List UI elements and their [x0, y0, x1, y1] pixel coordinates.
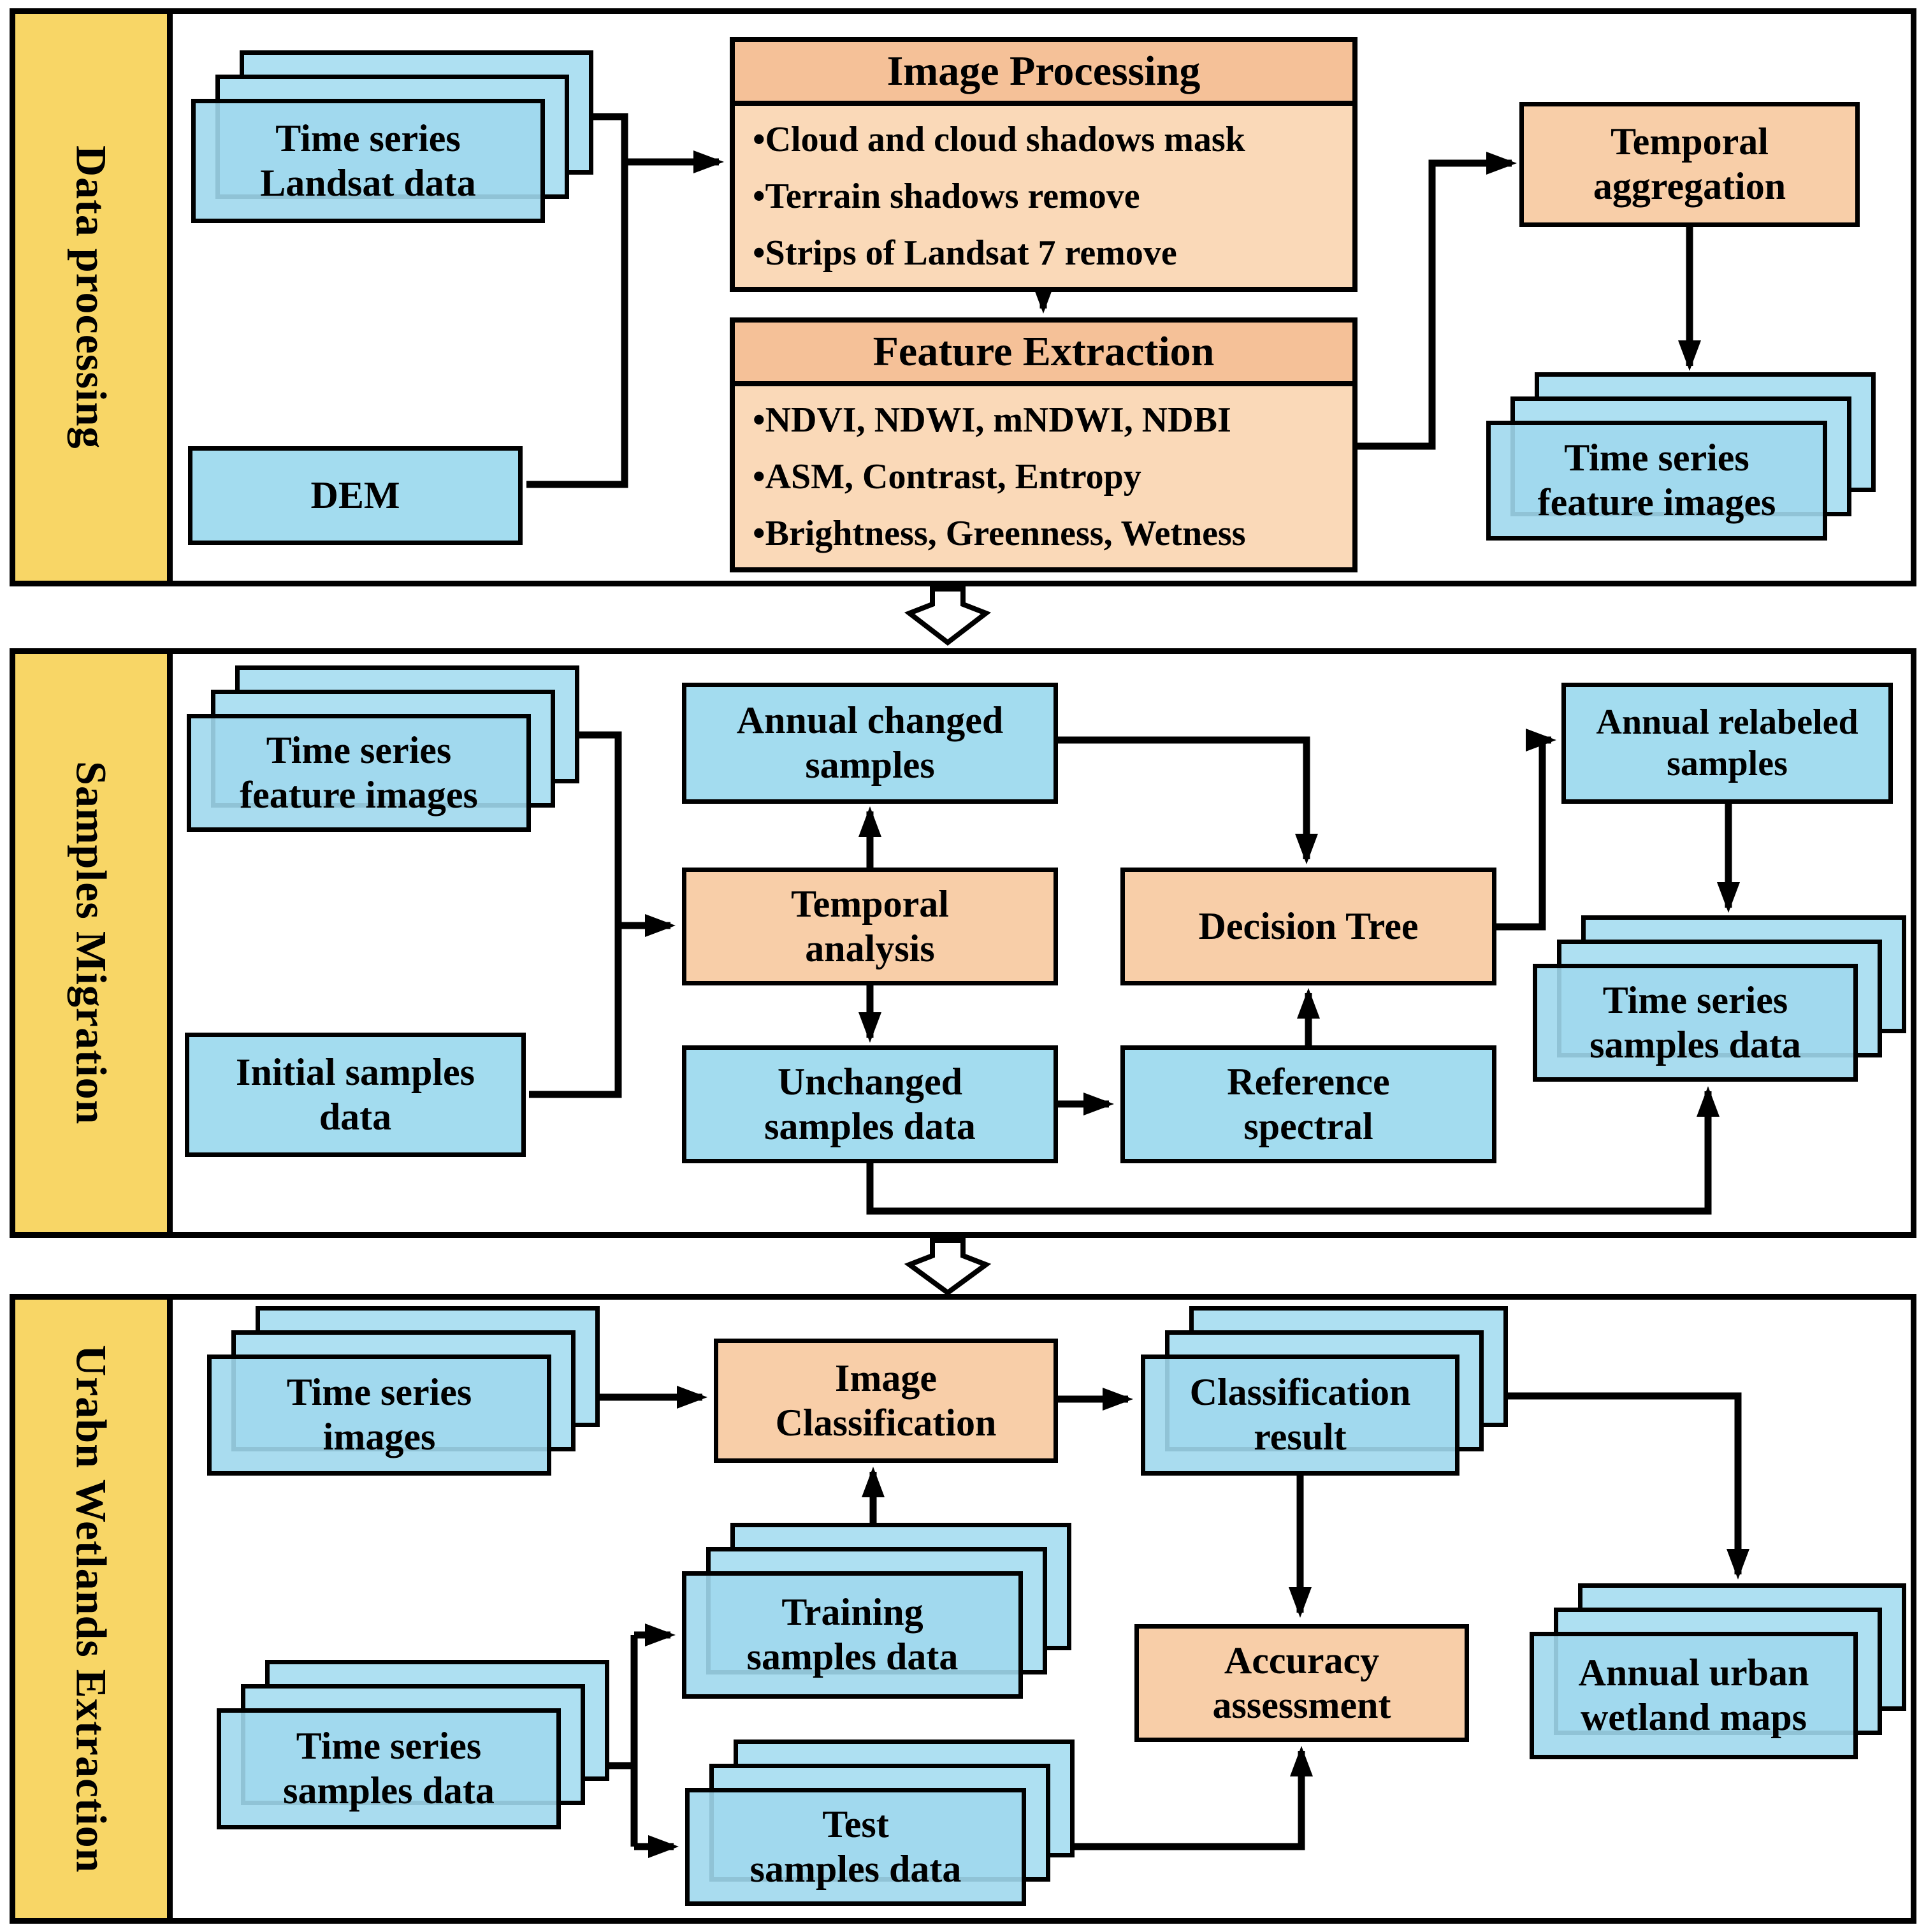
- bullet-item: •Cloud and cloud shadows mask: [753, 119, 1245, 159]
- box-feature-extraction: Feature Extraction •NDVI, NDWI, mNDWI, N…: [730, 317, 1358, 572]
- connector-s2-inputs-trunk: [529, 731, 622, 1098]
- feature-extraction-title: Feature Extraction: [735, 323, 1352, 386]
- box-reference-spectral: Reference spectral: [1120, 1045, 1496, 1163]
- box-time-series-samples-data-s3: Time series samples data: [217, 1708, 561, 1829]
- stack-time-series-feature-images-s2: Time series feature images: [187, 665, 579, 832]
- stack-classification-result: Classification result: [1141, 1306, 1508, 1476]
- box-time-series-landsat-data: Time series Landsat data: [191, 99, 545, 223]
- stack-annual-urban-wetland-maps: Annual urban wetland maps: [1530, 1583, 1906, 1759]
- stack-time-series-samples-data-s2: Time series samples data: [1533, 915, 1906, 1082]
- image-processing-bullets: •Cloud and cloud shadows mask •Terrain s…: [735, 106, 1352, 287]
- bullet-item: •Brightness, Greenness, Wetness: [753, 514, 1246, 554]
- section-label-urban-wetlands-extraction: Urabn Wetlands Extraction: [67, 1344, 116, 1873]
- bullet-item: •NDVI, NDWI, mNDWI, NDBI: [753, 400, 1231, 440]
- box-temporal-aggregation: Temporal aggregation: [1519, 102, 1860, 227]
- stack-time-series-samples-data-s3: Time series samples data: [217, 1660, 609, 1829]
- connector-landsat-dem-trunk: [526, 113, 628, 488]
- connector-decisiontree-to-annualrelabeled: [1496, 729, 1556, 931]
- section-strip-samples-migration: Samples Migration: [15, 654, 173, 1232]
- box-dem: DEM: [188, 446, 523, 545]
- connector-unchanged-to-tssamplesdata: [866, 1086, 1720, 1215]
- box-time-series-feature-images-s1: Time series feature images: [1486, 421, 1827, 541]
- box-annual-changed-samples: Annual changed samples: [682, 683, 1058, 804]
- connector-featureextraction-to-temporalaggregation: [1358, 152, 1517, 450]
- box-initial-samples-data: Initial samples data: [185, 1033, 526, 1157]
- connector-result-to-wetlandmaps: [1508, 1392, 1749, 1580]
- box-training-samples-data: Training samples data: [682, 1571, 1023, 1699]
- box-decision-tree: Decision Tree: [1120, 868, 1496, 985]
- section-strip-data-processing: Data processing: [15, 14, 173, 581]
- stack-time-series-feature-images-s1: Time series feature images: [1486, 372, 1876, 541]
- box-classification-result: Classification result: [1141, 1355, 1459, 1476]
- connector-test-to-accuracy: [1026, 1746, 1313, 1850]
- stack-time-series-landsat-data: Time series Landsat data: [191, 50, 593, 223]
- section-label-samples-migration: Samples Migration: [67, 761, 116, 1125]
- box-temporal-analysis: Temporal analysis: [682, 868, 1058, 985]
- stack-test-samples-data: Test samples data: [685, 1740, 1075, 1906]
- block-arrow-section2-to-section3: [904, 1238, 992, 1296]
- box-time-series-samples-data-s2: Time series samples data: [1533, 964, 1858, 1082]
- feature-extraction-bullets: •NDVI, NDWI, mNDWI, NDBI •ASM, Contrast,…: [735, 386, 1352, 567]
- image-processing-title: Image Processing: [735, 42, 1352, 106]
- box-test-samples-data: Test samples data: [685, 1788, 1026, 1906]
- box-annual-urban-wetland-maps: Annual urban wetland maps: [1530, 1632, 1858, 1759]
- box-annual-relabeled-samples: Annual relabeled samples: [1561, 683, 1893, 804]
- section-label-data-processing: Data processing: [67, 145, 116, 449]
- stack-time-series-images: Time series images: [207, 1306, 600, 1476]
- bullet-item: •Strips of Landsat 7 remove: [753, 233, 1177, 273]
- box-unchanged-samples-data: Unchanged samples data: [682, 1045, 1058, 1163]
- box-time-series-feature-images-s2: Time series feature images: [187, 714, 531, 832]
- bullet-item: •Terrain shadows remove: [753, 176, 1140, 216]
- box-image-classification: Image Classification: [714, 1339, 1058, 1463]
- connector-annualchanged-to-decisiontree: [1058, 736, 1318, 864]
- bullet-item: •ASM, Contrast, Entropy: [753, 456, 1141, 497]
- stack-training-samples-data: Training samples data: [682, 1523, 1071, 1699]
- block-arrow-section1-to-section2: [904, 586, 992, 646]
- box-image-processing: Image Processing •Cloud and cloud shadow…: [730, 37, 1358, 292]
- box-accuracy-assessment: Accuracy assessment: [1134, 1624, 1469, 1742]
- section-strip-urban-wetlands-extraction: Urabn Wetlands Extraction: [15, 1300, 173, 1918]
- box-time-series-images: Time series images: [207, 1355, 551, 1476]
